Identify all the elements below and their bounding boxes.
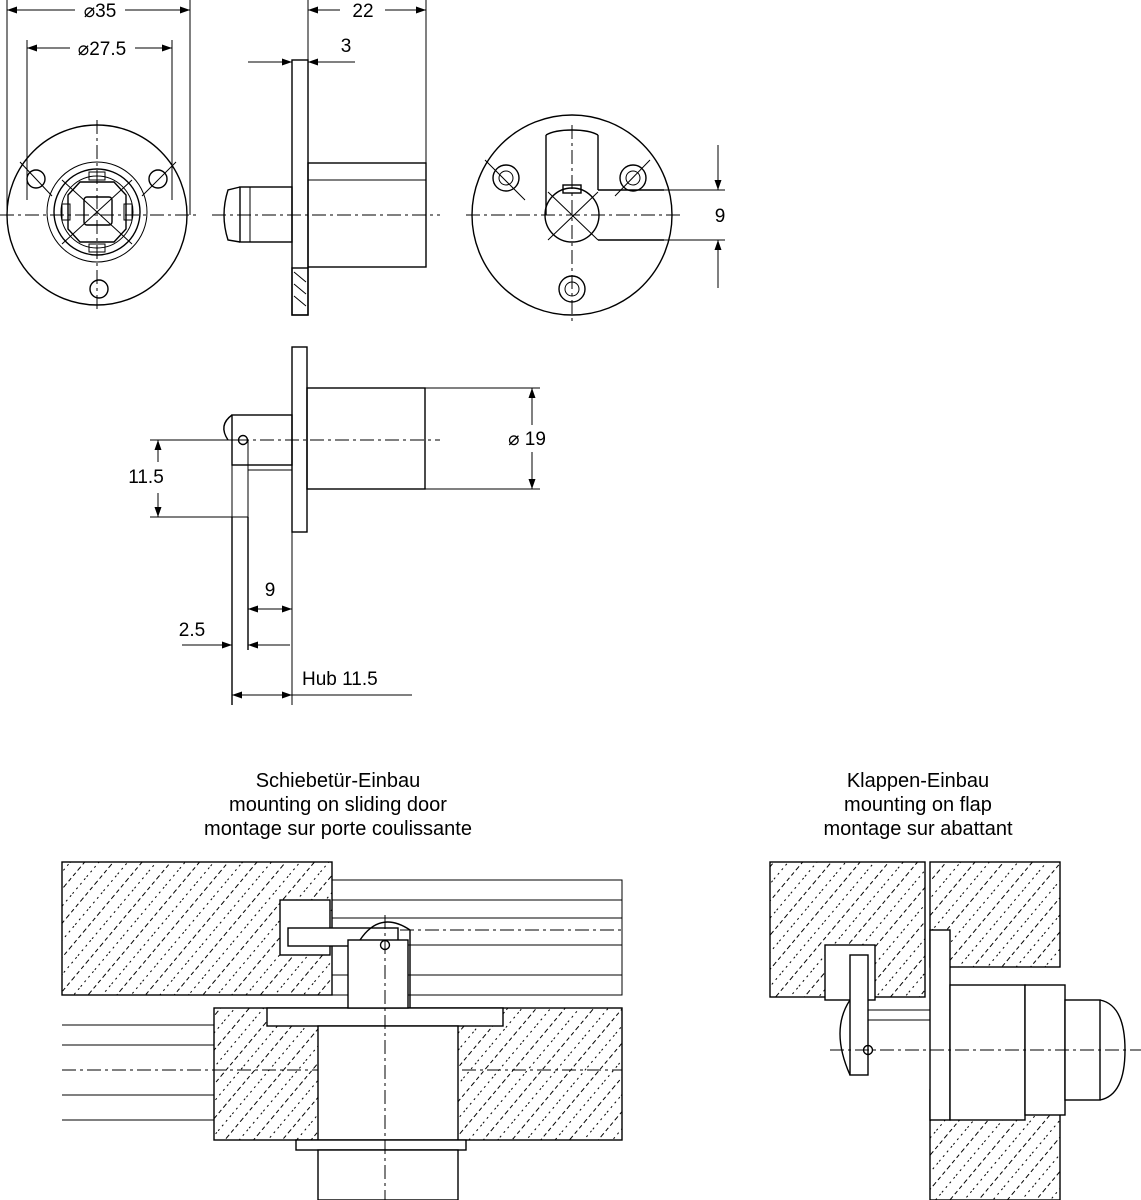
dim-dia-19: ⌀ 19 (508, 429, 546, 450)
caption-flap-en: mounting on flap (844, 794, 992, 816)
dim-dia-35: ⌀35 (84, 1, 117, 22)
sliding-door-mounting (61, 861, 623, 1200)
front-view: ⌀35 ⌀27.5 (0, 0, 200, 310)
caption-flap-de: Klappen-Einbau (847, 770, 989, 792)
dim-gap-2-5: 2.5 (179, 620, 205, 641)
side-view-extended: ⌀ 19 11.5 9 2.5 Hub 11.5 (128, 346, 546, 705)
caption-flap-fr: montage sur abattant (823, 818, 1012, 840)
dim-offset-9: 9 (715, 206, 726, 227)
side-view: 22 3 (212, 0, 440, 316)
caption-sliding-fr: montage sur porte coulissante (204, 818, 472, 840)
dim-width-22: 22 (352, 1, 373, 22)
dim-stroke: Hub 11.5 (302, 669, 378, 690)
rear-view: 9 (466, 114, 726, 325)
dim-height-11-5: 11.5 (128, 467, 164, 488)
flap-mounting (769, 861, 1141, 1200)
caption-sliding-de: Schiebetür-Einbau (256, 770, 421, 792)
dim-bolt-9: 9 (265, 580, 276, 601)
caption-sliding-en: mounting on sliding door (229, 794, 447, 816)
dim-flange-3: 3 (341, 36, 352, 57)
dim-dia-27-5: ⌀27.5 (78, 39, 126, 60)
